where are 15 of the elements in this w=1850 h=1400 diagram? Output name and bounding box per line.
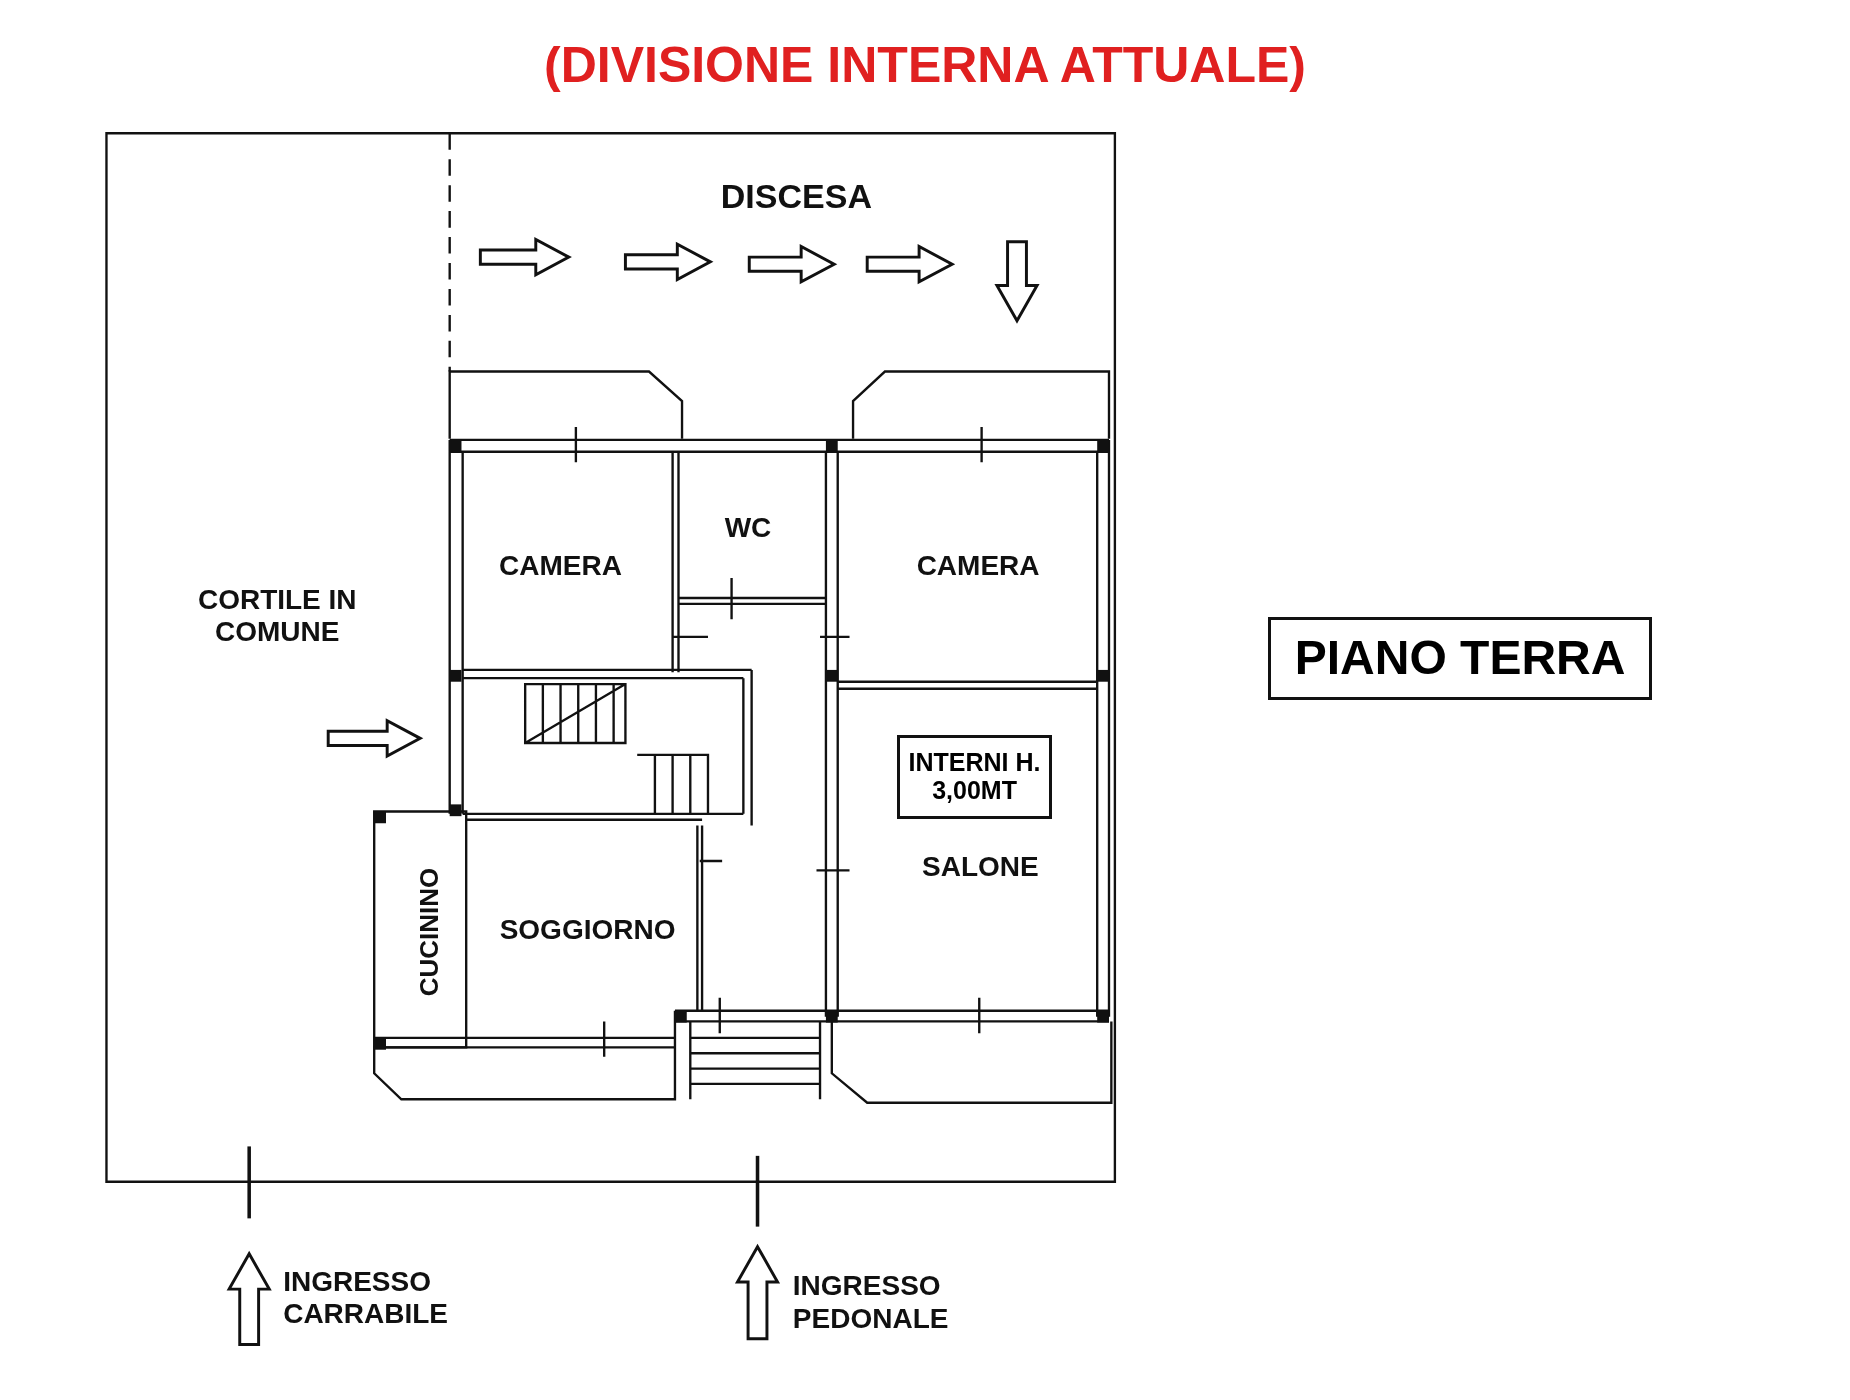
room-label: CUCININO [415,867,446,997]
entrance-label: INGRESSO CARRABILE [283,1265,450,1330]
room-label: SALONE [922,851,1039,884]
room-label: CAMERA [916,550,1040,583]
area-label: DISCESA [720,177,872,217]
title-box [1268,617,1652,700]
room-label: WC [724,512,772,545]
box-text: PIANO TERRA [1294,631,1626,685]
area-label: CORTILE IN COMUNE [196,583,358,649]
room-label: SOGGIORNO [499,913,676,946]
box-text: INTERNI H. 3,00MT [907,749,1042,805]
room-label: CAMERA [498,550,622,583]
entrance-label: INGRESSO PEDONALE [792,1270,950,1335]
info-box [896,735,1053,819]
plan-title: (DIVISIONE INTERNA ATTUALE) [543,36,1307,94]
